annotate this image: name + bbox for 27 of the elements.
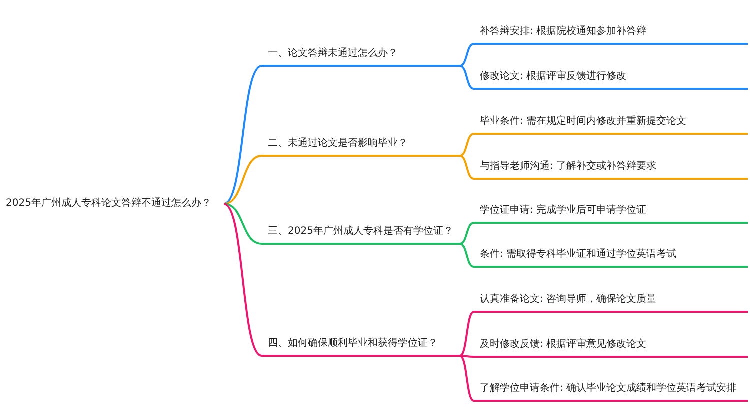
subtopic: 补答辩安排: 根据院校通知参加补答辩 xyxy=(474,23,748,45)
connector xyxy=(224,65,262,205)
subtopic: 与指导老师沟通: 了解补交或补答辩要求 xyxy=(474,158,748,180)
subtopic: 认真准备论文: 咨询导师，确保论文质量 xyxy=(474,291,748,313)
connector xyxy=(460,43,474,67)
subtopic: 了解学位申请条件: 确认毕业论文成绩和学位英语考试安排 xyxy=(474,380,748,402)
subtopic: 条件: 需取得专科毕业证和通过学位英语考试 xyxy=(474,246,748,268)
connector xyxy=(460,243,474,268)
branch-topic: 三、2025年广州成人专科是否有学位证？ xyxy=(262,223,460,245)
connector xyxy=(460,222,474,245)
connector xyxy=(460,65,474,90)
connector xyxy=(223,203,263,357)
connector xyxy=(460,355,474,358)
connector xyxy=(224,203,262,245)
branch-topic: 四、如何确保顺利毕业和获得学位证？ xyxy=(262,335,460,357)
subtopic: 学位证申请: 完成学业后可申请学位证 xyxy=(474,202,748,224)
root-topic: 2025年广州成人专科论文答辩不通过怎么办？ xyxy=(2,193,224,215)
connector xyxy=(224,155,262,205)
subtopic: 毕业条件: 需在规定时间内修改并重新提交论文 xyxy=(474,113,748,135)
subtopic: 及时修改反馈: 根据评审意见修改论文 xyxy=(474,336,748,358)
connector xyxy=(460,355,474,402)
connector xyxy=(460,133,474,157)
connector xyxy=(460,311,474,357)
connector xyxy=(460,155,474,180)
branch-topic: 一、论文答辩未通过怎么办？ xyxy=(262,45,460,67)
branch-topic: 二、未通过论文是否影响毕业？ xyxy=(262,135,460,157)
subtopic: 修改论文: 根据评审反馈进行修改 xyxy=(474,68,748,90)
